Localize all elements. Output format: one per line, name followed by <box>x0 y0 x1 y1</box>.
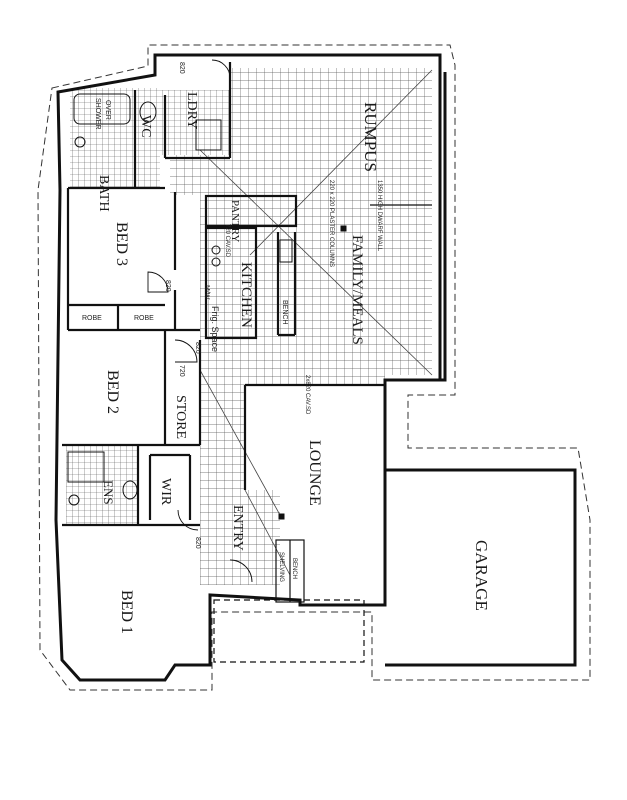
laundry-tub-icon <box>195 119 222 151</box>
stove-icon <box>211 257 221 267</box>
room-label-wc: WC <box>138 115 153 138</box>
column-note: 220 x 220 PLASTER COLUMNS <box>328 180 334 267</box>
door-dim-bed2: 820 <box>194 342 201 354</box>
room-label-shelving: SHELVING <box>278 552 284 582</box>
dimension-notes: 820 820 820 720 820 720 CAV.SD 2x820 CAV… <box>164 62 382 549</box>
sink-icon <box>279 239 293 263</box>
room-label-bed1: BED 1 <box>118 590 135 634</box>
room-label-rumpus: RUMPUS <box>361 102 380 172</box>
ceiling-note-family: 2x820 CAV.SD <box>304 375 310 415</box>
door-dim-store: 720 <box>178 365 185 377</box>
basin-icon <box>68 494 80 506</box>
door-dim-bed3: 820 <box>164 280 171 292</box>
room-label-bath: BATH <box>96 175 111 212</box>
room-label-pantry: PANTRY <box>229 200 241 242</box>
room-label-robe-right: ROBE <box>134 315 154 322</box>
door-swings <box>147 59 253 583</box>
setout-lines <box>199 69 433 576</box>
room-labels: BATH SHOWER OVER WC LDRY RUMPUS PANTRY B… <box>82 92 491 634</box>
room-label-wir: WIR <box>158 478 173 506</box>
door-dim-bed1: 820 <box>194 537 201 549</box>
room-label-robe-left: ROBE <box>82 315 102 322</box>
bathtub-icon <box>73 93 131 125</box>
toilet-icon <box>122 480 138 500</box>
room-label-bed2: BED 2 <box>104 370 121 414</box>
toilet-icon <box>139 101 157 123</box>
room-label-fridge-space: Frig. Space <box>210 306 220 352</box>
fixtures <box>67 93 347 520</box>
room-label-kitchen: KITCHEN <box>238 262 254 328</box>
shower-icon <box>67 451 105 483</box>
room-label-ens: ENS <box>101 480 116 505</box>
room-label-bed3: BED 3 <box>113 222 130 266</box>
room-label-store: STORE <box>173 395 188 439</box>
room-label-family-meals: FAMILY/MEALS <box>349 235 365 345</box>
dwarf-walls <box>213 204 432 663</box>
door-dim-top: 820 <box>178 62 185 74</box>
basin-icon <box>74 136 86 148</box>
tiled-floor-areas <box>66 68 432 585</box>
room-label-bench-kitchen: BENCH <box>281 300 288 325</box>
room-label-over: OVER <box>104 100 111 120</box>
boundary-line <box>37 44 591 691</box>
column-icon <box>278 513 285 520</box>
room-label-bench-entry: BENCH <box>291 558 297 579</box>
dwarf-wall-note: 1350 HIGH DWARF WALL <box>376 180 382 252</box>
exterior-walls <box>54 53 577 682</box>
room-label-microwave: M/W <box>203 285 210 300</box>
room-label-garage: GARAGE <box>472 540 491 611</box>
room-label-ldry: LDRY <box>184 92 199 129</box>
room-label-shower: SHOWER <box>94 98 101 130</box>
stove-icon <box>211 245 221 255</box>
room-label-entry: ENTRY <box>230 505 245 551</box>
room-label-lounge: LOUNGE <box>306 440 323 506</box>
interior-walls <box>62 62 385 527</box>
door-dim-pantry: 720 CAV.SD <box>224 224 230 258</box>
column-icon <box>340 225 347 232</box>
